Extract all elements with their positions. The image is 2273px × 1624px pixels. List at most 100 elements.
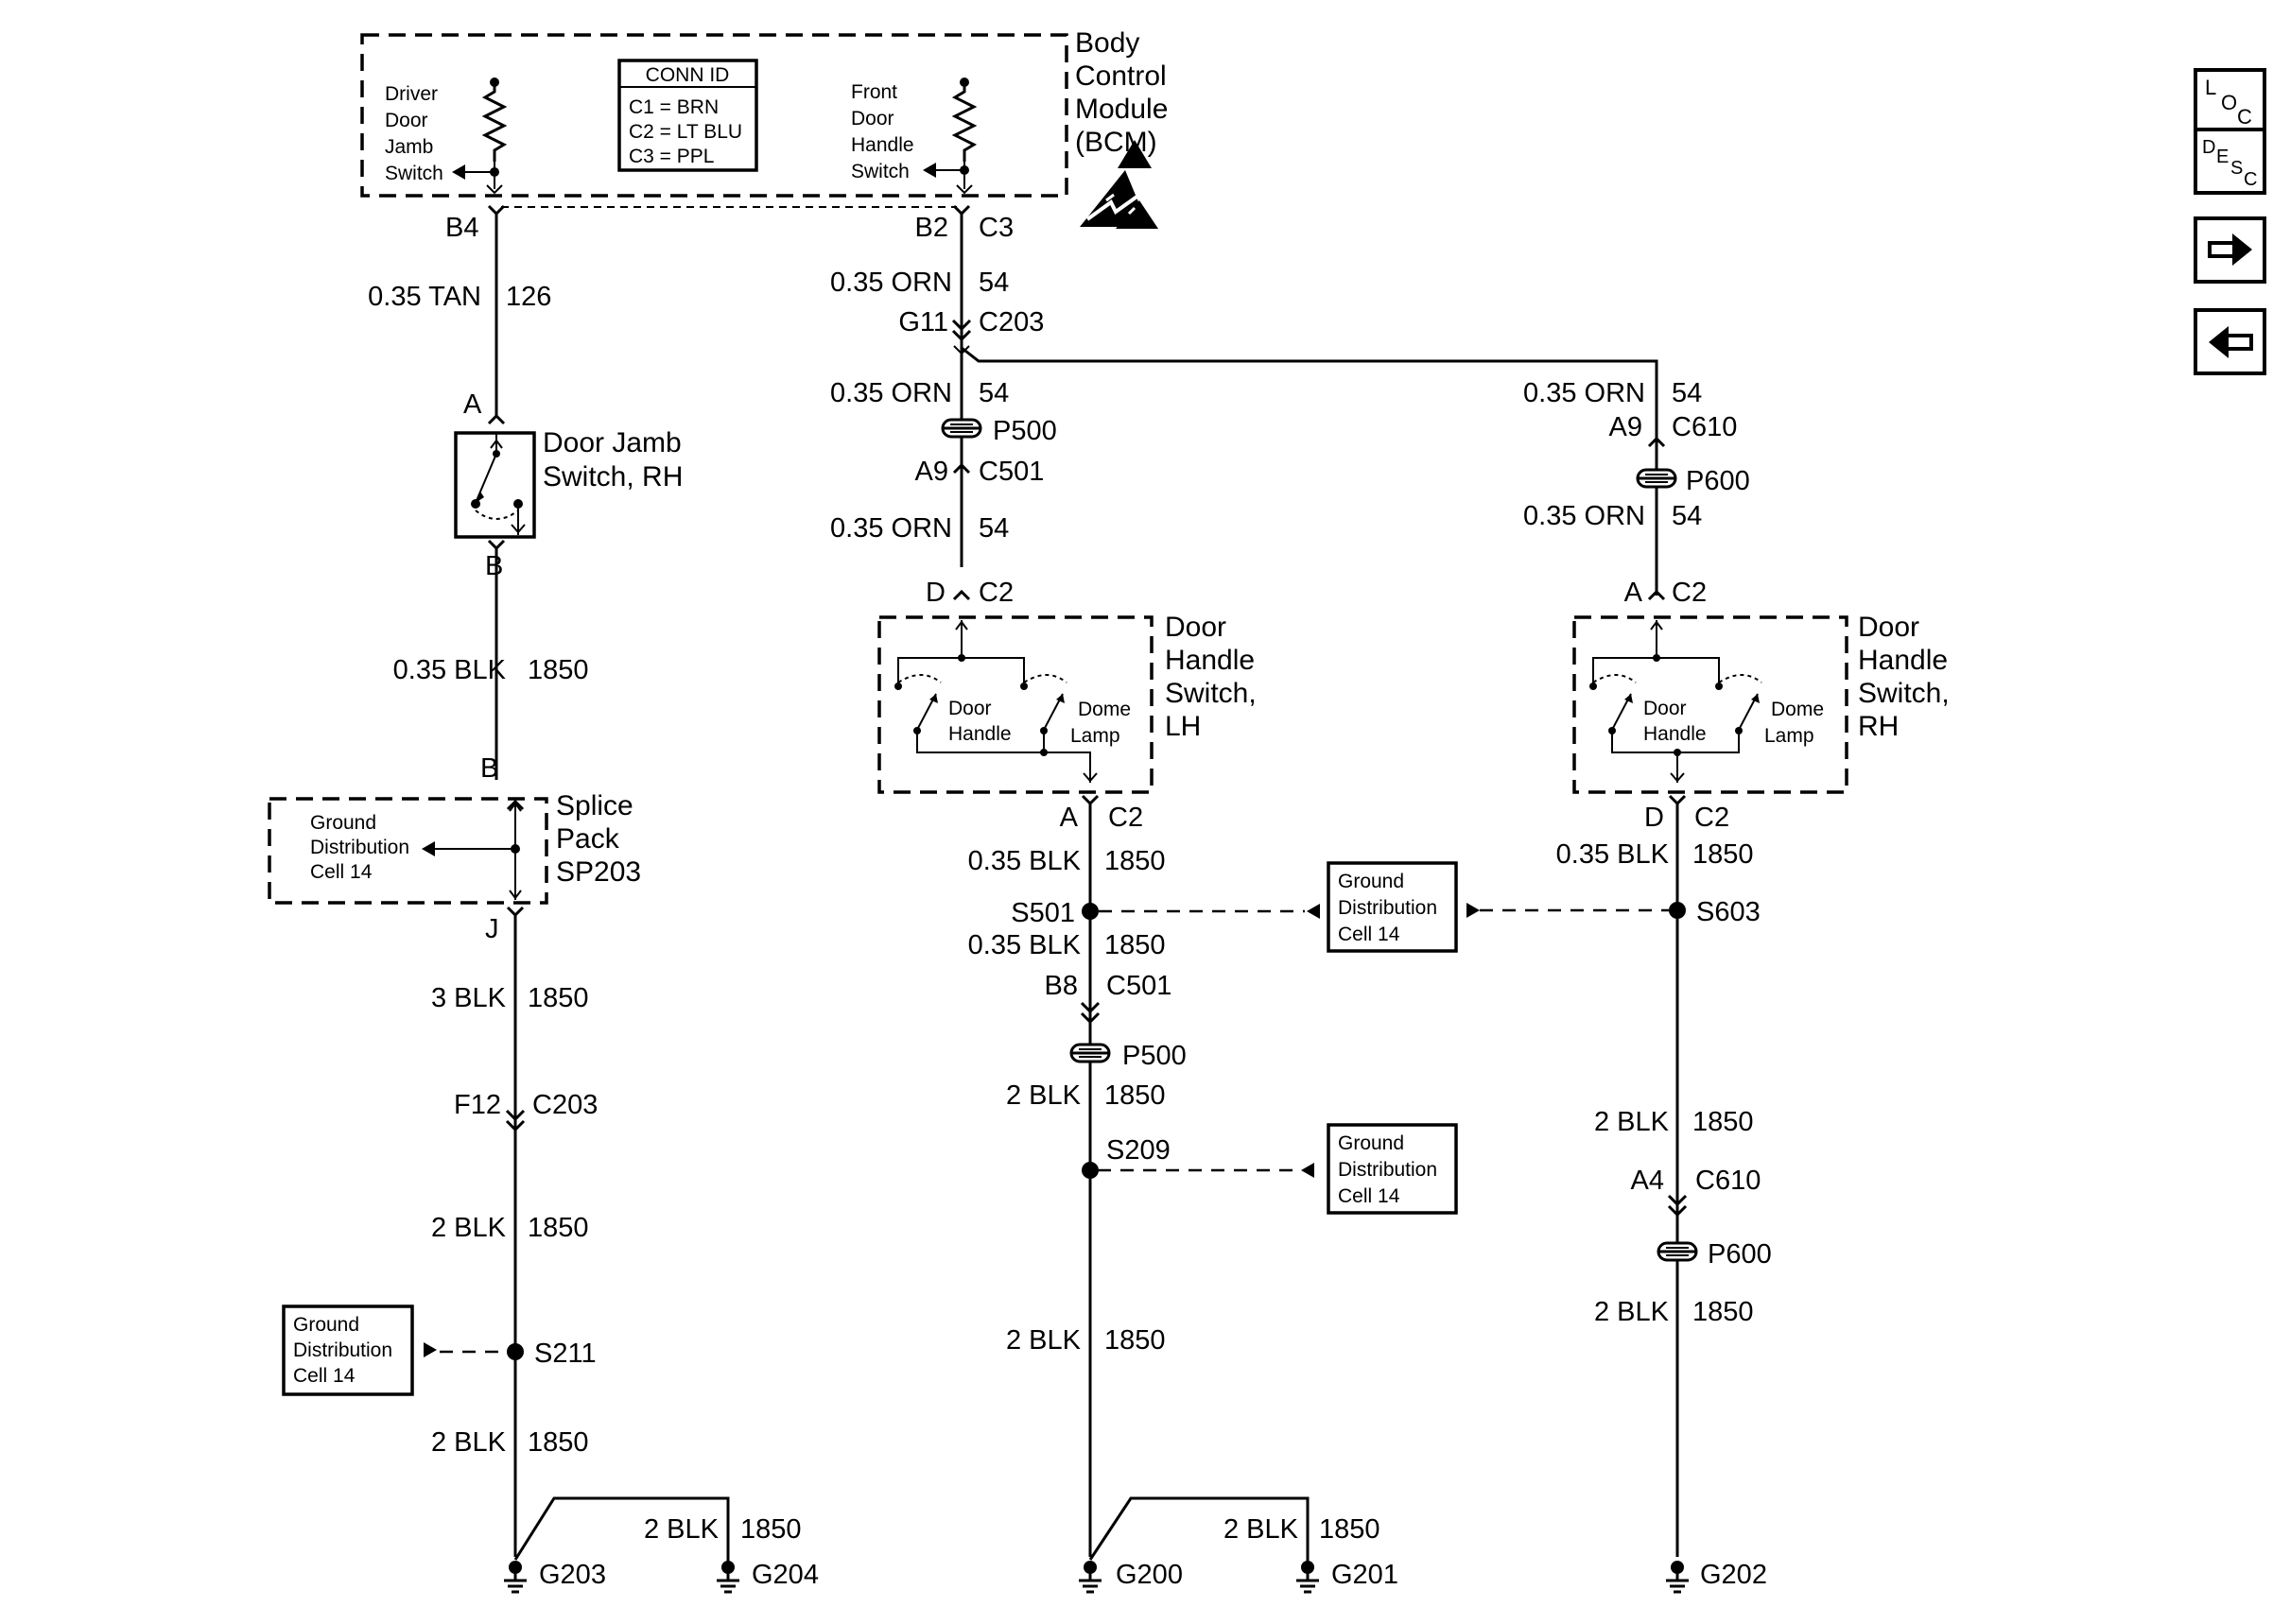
svg-text:D: D	[1644, 803, 1664, 833]
left-circuit: B4 0.35 TAN 126 A Door Jamb Switch, RH B…	[268, 204, 819, 1594]
splice-pack-sp203	[268, 797, 548, 905]
svg-text:Handle: Handle	[948, 723, 1012, 745]
svg-text:C501: C501	[979, 457, 1044, 487]
svg-text:Pack: Pack	[556, 823, 620, 855]
svg-text:S603: S603	[1696, 897, 1761, 927]
prev-button[interactable]	[2194, 308, 2266, 375]
svg-text:1850: 1850	[1104, 846, 1166, 876]
svg-text:3 BLK: 3 BLK	[431, 983, 507, 1013]
svg-text:G202: G202	[1700, 1560, 1767, 1590]
svg-text:Switch,: Switch,	[1165, 678, 1257, 709]
svg-text:D: D	[2202, 137, 2215, 158]
desc-button[interactable]: D E S C	[2194, 128, 2266, 195]
splice-s501	[1082, 903, 1099, 920]
svg-text:2 BLK: 2 BLK	[1223, 1514, 1299, 1545]
loc-button[interactable]: L O C	[2194, 68, 2266, 135]
svg-text:Dome: Dome	[1078, 699, 1131, 720]
right-circuit: 0.35 ORN 54 A9 C610 P600 0.35 ORN 54 A C…	[1523, 361, 1950, 1594]
svg-text:Module: Module	[1075, 94, 1168, 125]
svg-text:A: A	[463, 389, 482, 420]
svg-text:C1 = BRN: C1 = BRN	[629, 96, 719, 118]
svg-text:C501: C501	[1106, 971, 1171, 1001]
svg-text:D: D	[926, 578, 946, 608]
svg-text:1850: 1850	[1319, 1514, 1380, 1545]
svg-text:0.35 BLK: 0.35 BLK	[968, 930, 1082, 960]
svg-text:0.35 ORN: 0.35 ORN	[1523, 378, 1645, 408]
svg-text:Cell 14: Cell 14	[1338, 1185, 1400, 1207]
svg-text:0.35 BLK: 0.35 BLK	[393, 655, 507, 685]
svg-text:54: 54	[979, 513, 1009, 544]
svg-text:1850: 1850	[528, 1213, 589, 1243]
svg-text:RH: RH	[1858, 711, 1899, 742]
svg-text:1850: 1850	[528, 983, 589, 1013]
svg-text:2 BLK: 2 BLK	[431, 1427, 507, 1458]
svg-text:2 BLK: 2 BLK	[644, 1514, 720, 1545]
next-button[interactable]	[2194, 216, 2266, 284]
middle-ground-ref: Ground Distribution Cell 14	[1327, 1123, 1458, 1215]
esd-warning-icon	[1080, 140, 1158, 229]
svg-text:C2: C2	[1694, 803, 1729, 833]
svg-text:2 BLK: 2 BLK	[1006, 1325, 1082, 1356]
svg-text:0.35 ORN: 0.35 ORN	[830, 268, 952, 298]
ground-g201-icon	[1294, 1559, 1321, 1594]
svg-text:S501: S501	[1011, 898, 1075, 928]
svg-text:1850: 1850	[1692, 839, 1754, 870]
arrow-left-icon	[2209, 326, 2253, 358]
svg-text:Door: Door	[1858, 612, 1919, 643]
svg-text:Door: Door	[385, 110, 428, 131]
ground-g203-icon	[502, 1559, 529, 1594]
svg-text:Switch: Switch	[385, 163, 443, 184]
svg-text:Front: Front	[851, 81, 897, 103]
svg-text:SP203: SP203	[556, 856, 641, 888]
svg-text:1850: 1850	[1692, 1297, 1754, 1327]
svg-text:2 BLK: 2 BLK	[1006, 1080, 1082, 1111]
svg-text:LH: LH	[1165, 711, 1201, 742]
svg-text:1850: 1850	[740, 1514, 802, 1545]
svg-text:1850: 1850	[1692, 1107, 1754, 1137]
svg-text:C203: C203	[979, 307, 1044, 337]
svg-text:Distribution: Distribution	[310, 837, 409, 858]
arrow-right-icon	[2208, 233, 2252, 266]
ground-g204-icon	[715, 1559, 741, 1594]
svg-text:Control: Control	[1075, 60, 1167, 92]
ground-g200-icon	[1077, 1559, 1103, 1594]
svg-text:P600: P600	[1686, 466, 1750, 496]
svg-text:Lamp: Lamp	[1764, 725, 1814, 747]
bcm-boundary	[360, 33, 1068, 198]
svg-text:Dome: Dome	[1771, 699, 1824, 720]
svg-text:Door: Door	[948, 698, 992, 719]
svg-text:Driver: Driver	[385, 83, 438, 105]
svg-text:Splice: Splice	[556, 790, 633, 821]
svg-text:1850: 1850	[1104, 1325, 1166, 1356]
svg-text:P500: P500	[993, 416, 1057, 446]
svg-text:Handle: Handle	[1643, 723, 1707, 745]
svg-text:54: 54	[1672, 378, 1702, 408]
svg-text:F12: F12	[454, 1090, 501, 1120]
svg-text:Distribution: Distribution	[1338, 1159, 1437, 1181]
shared-ground-ref: Ground Distribution Cell 14	[1099, 861, 1669, 953]
svg-text:Door: Door	[851, 108, 894, 130]
svg-text:Handle: Handle	[1858, 645, 1948, 676]
svg-text:A4: A4	[1631, 1166, 1664, 1196]
svg-text:Cell 14: Cell 14	[1338, 924, 1400, 945]
svg-text:C2: C2	[1672, 578, 1707, 608]
svg-text:Ground: Ground	[1338, 1132, 1404, 1154]
svg-text:C: C	[2244, 169, 2257, 190]
svg-text:J: J	[485, 914, 499, 944]
svg-text:G203: G203	[539, 1560, 606, 1590]
svg-text:0.35 ORN: 0.35 ORN	[830, 378, 952, 408]
svg-text:54: 54	[1672, 501, 1702, 531]
svg-text:Cell 14: Cell 14	[310, 861, 373, 883]
svg-text:2 BLK: 2 BLK	[1594, 1297, 1670, 1327]
svg-text:0.35 BLK: 0.35 BLK	[1556, 839, 1670, 870]
middle-circuit: B2 C3 0.35 ORN 54 G11 C203 0.35 ORN 54 P…	[830, 204, 1658, 1594]
svg-text:Ground: Ground	[1338, 871, 1404, 892]
svg-text:S211: S211	[534, 1339, 597, 1369]
svg-text:C203: C203	[532, 1090, 598, 1120]
svg-text:54: 54	[979, 268, 1009, 298]
svg-text:2 BLK: 2 BLK	[1594, 1107, 1670, 1137]
splice-s211	[507, 1343, 524, 1360]
svg-text:Switch: Switch	[851, 161, 910, 182]
svg-text:Door: Door	[1165, 612, 1226, 643]
svg-text:(BCM): (BCM)	[1075, 127, 1157, 158]
